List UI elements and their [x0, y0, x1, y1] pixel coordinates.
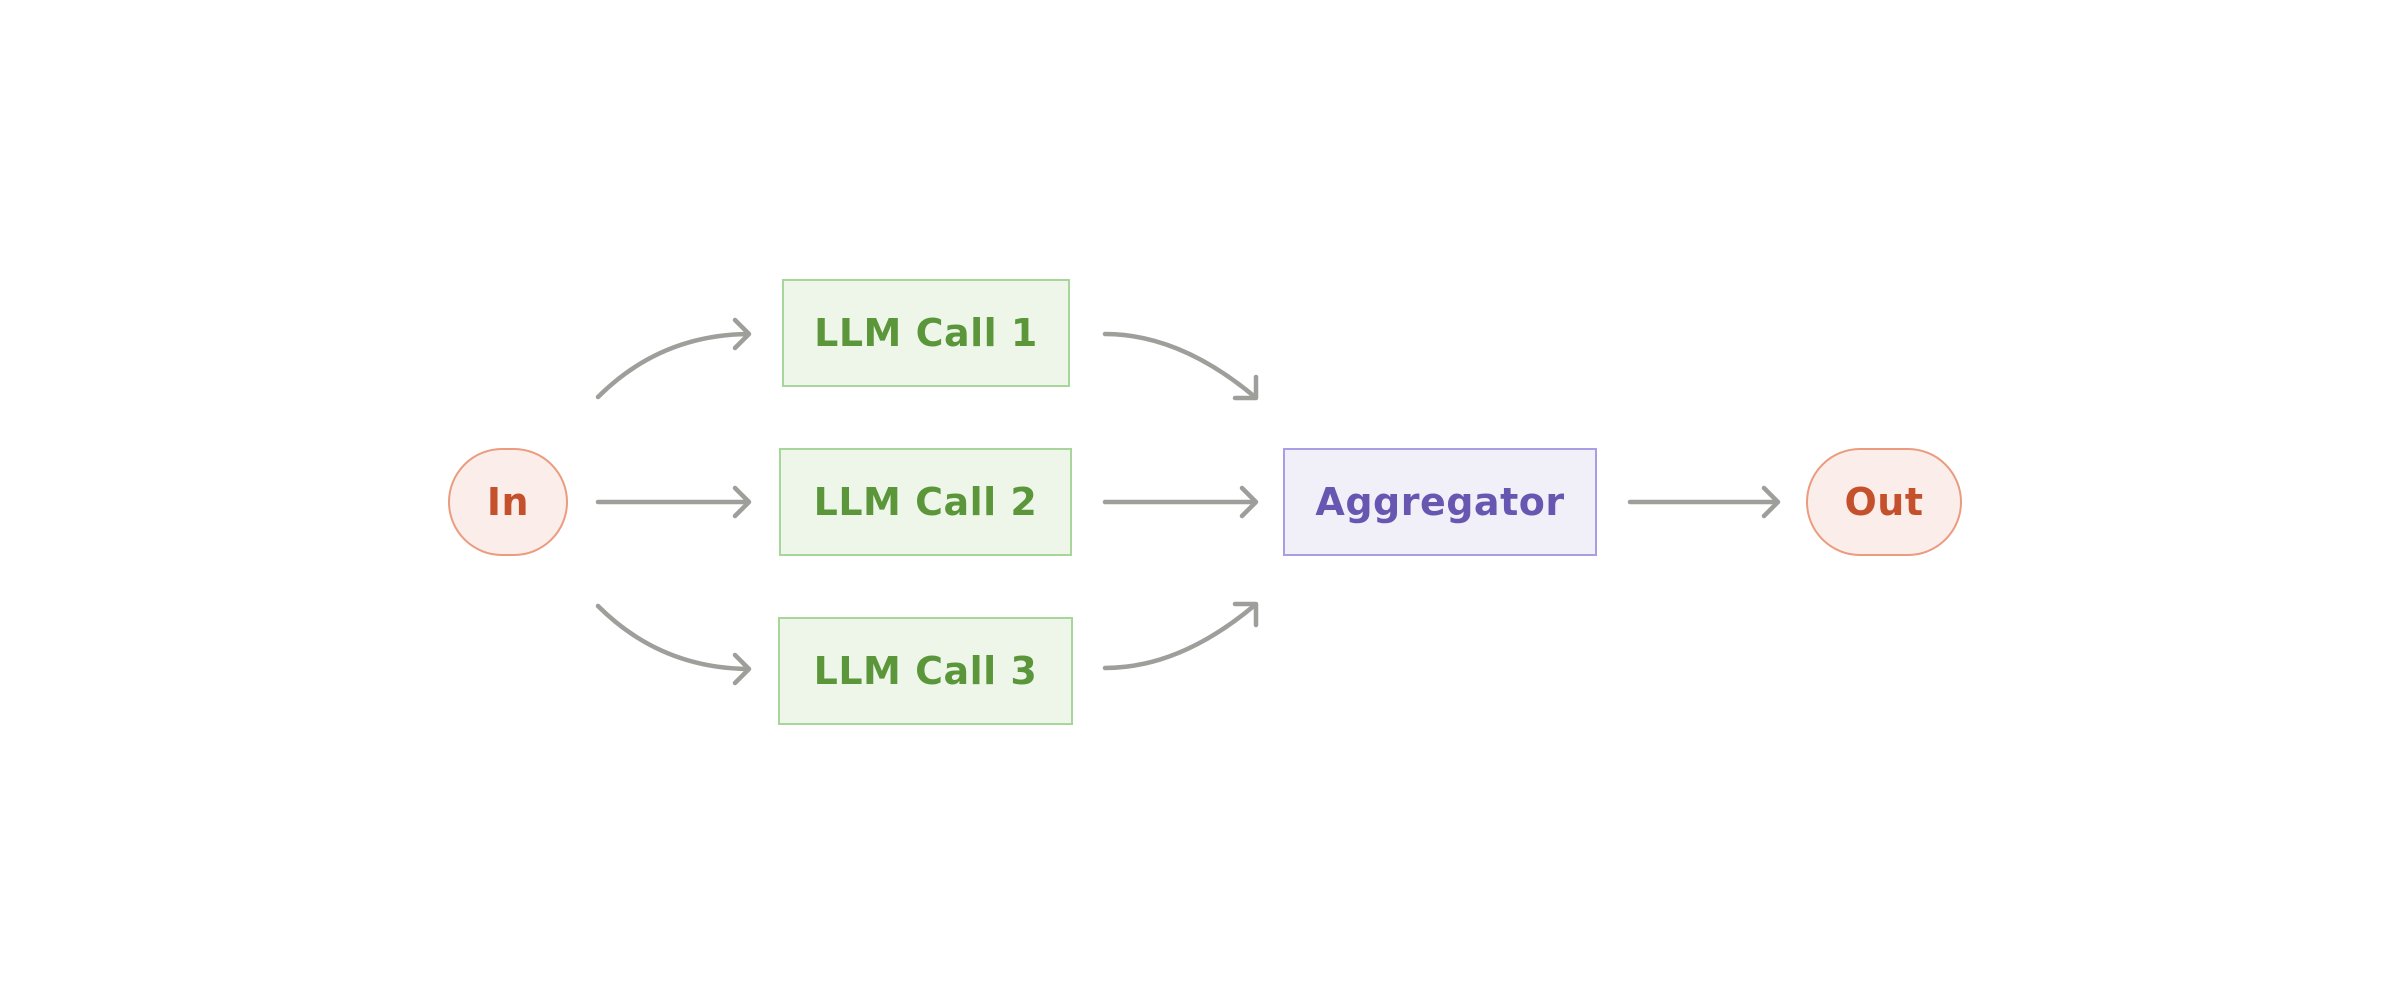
arrowhead-icon — [732, 652, 752, 686]
arrowhead-icon — [1761, 485, 1781, 519]
edge-line — [1102, 331, 1258, 400]
aggregator-node: Aggregator — [1283, 448, 1597, 556]
edge-llm-call-3-to-aggregator — [1102, 601, 1259, 671]
edge-aggregator-to-out — [1627, 485, 1781, 519]
arrowhead-icon — [1239, 485, 1259, 519]
output-node-label: Out — [1844, 480, 1924, 524]
edge-line — [595, 603, 751, 672]
llm-call-1-node: LLM Call 1 — [782, 279, 1070, 387]
output-node: Out — [1806, 448, 1962, 556]
edge-in-to-llm-call-2 — [595, 485, 752, 519]
arrowhead-icon — [1232, 374, 1259, 401]
arrowhead-icon — [1232, 601, 1259, 628]
edge-in-to-llm-call-1 — [595, 317, 752, 400]
edge-llm-call-2-to-aggregator — [1102, 485, 1259, 519]
aggregator-label: Aggregator — [1315, 480, 1565, 524]
edge-llm-call-1-to-aggregator — [1102, 331, 1259, 401]
input-node-label: In — [486, 480, 530, 524]
llm-call-1-label: LLM Call 1 — [814, 311, 1038, 355]
arrowhead-icon — [732, 317, 752, 351]
input-node: In — [448, 448, 568, 556]
edge-line — [1102, 602, 1258, 671]
edge-line — [595, 331, 751, 400]
edge-in-to-llm-call-3 — [595, 603, 752, 686]
llm-call-3-node: LLM Call 3 — [778, 617, 1073, 725]
llm-call-2-node: LLM Call 2 — [779, 448, 1072, 556]
arrowhead-icon — [732, 485, 752, 519]
llm-call-2-label: LLM Call 2 — [813, 480, 1038, 524]
llm-call-3-label: LLM Call 3 — [813, 649, 1038, 693]
